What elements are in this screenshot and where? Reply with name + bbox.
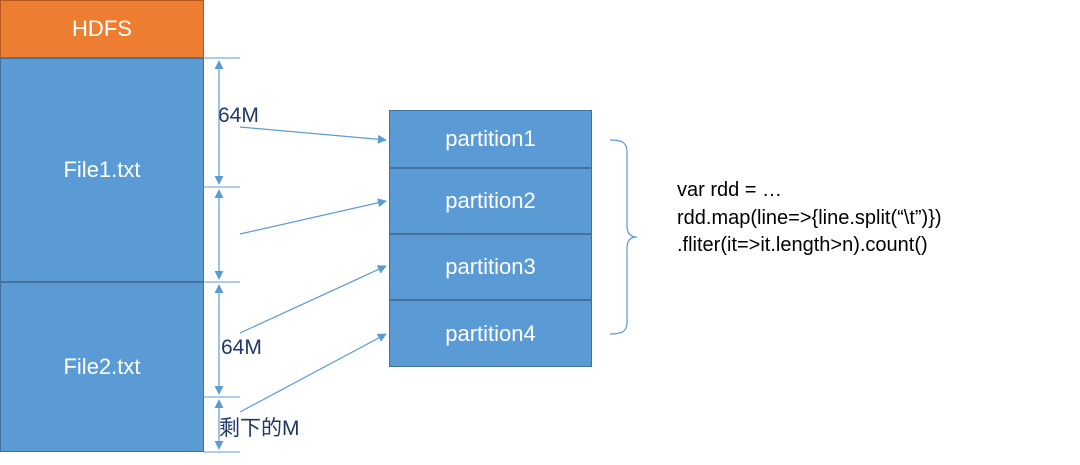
file-block-file2: File2.txt (0, 282, 204, 452)
code-line-1: var rdd = … (677, 179, 783, 201)
arrow-to-partition-1 (239, 126, 387, 144)
partition-4: partition4 (389, 300, 592, 367)
partition-3: partition3 (389, 234, 592, 300)
hdfs-label: HDFS (72, 16, 132, 41)
arrow-to-partition-3 (239, 265, 387, 334)
file-block-file1: File1.txt (0, 58, 204, 282)
arrow-to-partition-2 (239, 198, 387, 235)
partition-1-label: partition1 (445, 126, 536, 151)
code-line-2: rdd.map(line=>{line.split(“\t”)}) (677, 206, 942, 229)
right-brace (609, 139, 638, 335)
block-size-label-3: 剩下的M (219, 417, 300, 440)
partition-2-label: partition2 (445, 188, 536, 213)
partition-1: partition1 (389, 110, 592, 168)
block-size-label-1: 64M (218, 104, 259, 127)
partition-arrows (239, 126, 387, 413)
file2-label: File2.txt (63, 354, 141, 379)
partition-4-label: partition4 (445, 320, 536, 346)
hdfs-header: HDFS (0, 0, 204, 58)
code-line-3: .fliter(it=>it.length>n).count() (677, 234, 928, 256)
arrow-to-partition-4 (239, 333, 387, 413)
code-snippet: var rdd = … rdd.map(line=>{line.split(“\… (677, 177, 942, 260)
file1-label: File1.txt (63, 157, 141, 182)
partition-3-label: partition3 (445, 254, 536, 279)
dimension-ticks (204, 57, 240, 453)
partition-2: partition2 (389, 168, 592, 234)
block-size-label-2: 64M (221, 336, 262, 359)
